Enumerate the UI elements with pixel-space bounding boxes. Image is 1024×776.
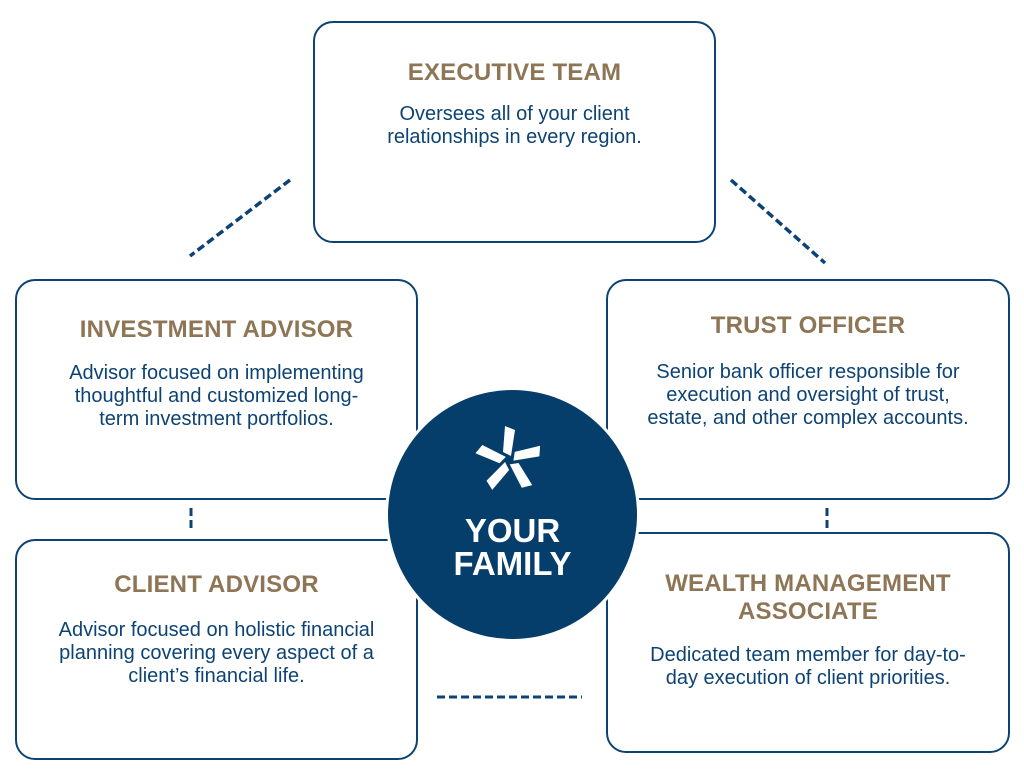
trust-officer-description: Senior bank officer responsible for exec…: [647, 361, 969, 429]
executive-team-title: EXECUTIVE TEAM: [407, 59, 622, 86]
investment-advisor-card: INVESTMENT ADVISOR Advisor focused on im…: [15, 279, 418, 500]
executive-team-description: Oversees all of your client relationship…: [387, 103, 642, 148]
client-advisor-card: CLIENT ADVISOR Advisor focused on holist…: [15, 539, 418, 760]
trust-officer-title: TRUST OFFICER: [710, 312, 906, 339]
wealth-management-associate-title: WEALTH MANAGEMENT ASSOCIATE: [665, 570, 951, 625]
investment-advisor-title: INVESTMENT ADVISOR: [79, 316, 354, 343]
wealth-management-associate-description: Dedicated team member for day-to-day exe…: [650, 644, 966, 689]
connector-exec-investment: [188, 178, 292, 258]
pinwheel-star-icon: [474, 426, 544, 492]
investment-advisor-description: Advisor focused on implementing thoughtf…: [69, 362, 364, 430]
wealth-management-associate-card: WEALTH MANAGEMENT ASSOCIATE Dedicated te…: [606, 532, 1010, 753]
executive-team-card: EXECUTIVE TEAM Oversees all of your clie…: [313, 21, 716, 243]
your-family-circle: YOUR FAMILY: [388, 390, 637, 639]
trust-officer-card: TRUST OFFICER Senior bank officer respon…: [606, 279, 1010, 500]
center-label-line2: FAMILY: [453, 545, 572, 582]
center-label-line1: YOUR: [464, 512, 561, 549]
connector-exec-trust: [729, 178, 827, 265]
client-advisor-title: CLIENT ADVISOR: [114, 571, 319, 598]
client-advisor-description: Advisor focused on holistic financial pl…: [58, 619, 375, 687]
